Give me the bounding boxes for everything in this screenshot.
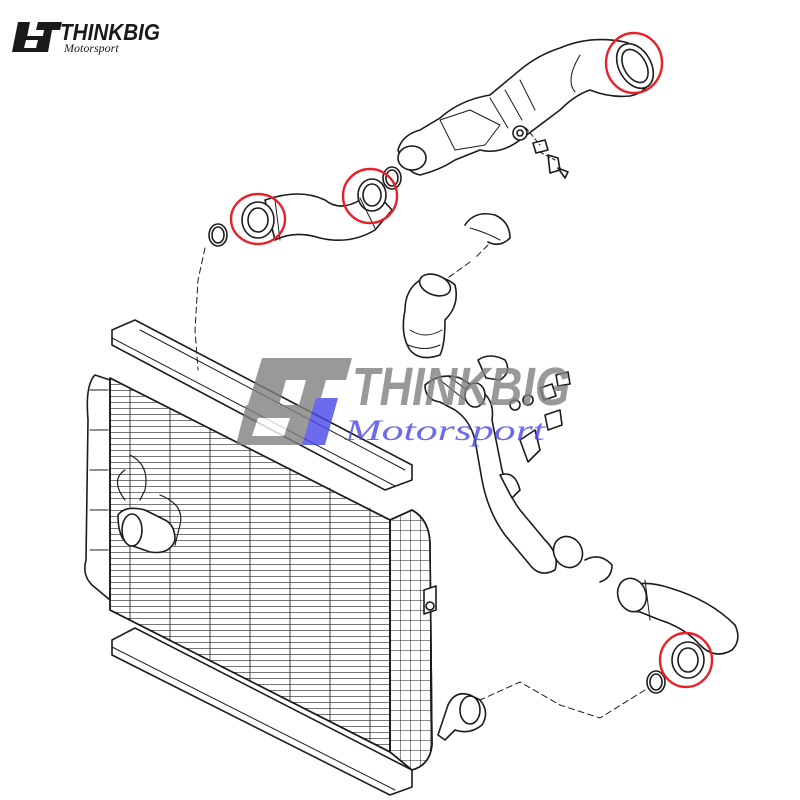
watermark-brand-name: THINKBIG [352, 357, 570, 417]
lower-charge-pipe [402, 212, 613, 583]
highlight-upper-hose-right-end [341, 167, 399, 225]
brand-tagline: Motorsport [63, 41, 119, 55]
brand-name: THINKBIG [60, 19, 160, 45]
highlight-markers [229, 31, 714, 689]
brand-logo: THINKBIG Motorsport [12, 19, 160, 55]
watermark-brand-tagline: Motorsport [344, 414, 546, 447]
upper-flex-hose [194, 178, 393, 371]
highlight-upper-pipe-outlet [604, 31, 664, 95]
watermark-monogram-icon [236, 358, 352, 445]
upper-charge-pipe [382, 38, 655, 190]
lower-flex-hose [479, 577, 739, 719]
watermark: THINKBIG Motorsport [236, 357, 570, 447]
highlight-upper-hose-left-end [229, 192, 287, 246]
brand-monogram-icon [12, 22, 62, 52]
highlight-lower-hose-end [658, 631, 714, 689]
